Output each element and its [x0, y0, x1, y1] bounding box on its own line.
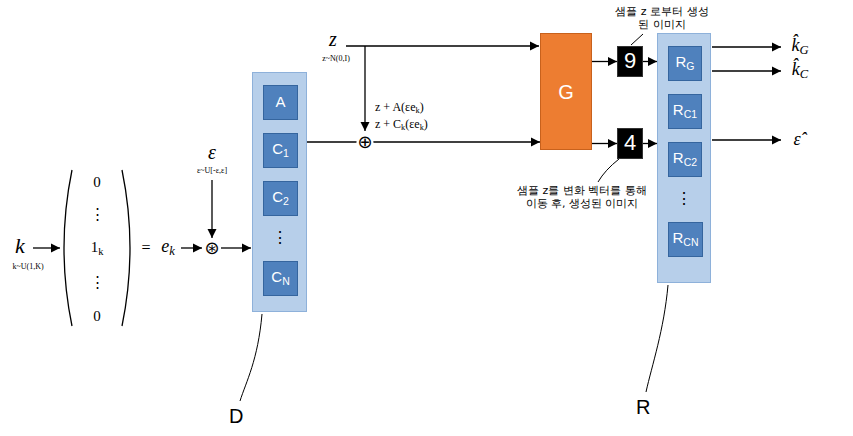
matrix-box: C2	[263, 181, 298, 216]
box-label: 4	[624, 131, 636, 155]
output-arrow	[712, 139, 781, 140]
flow-arrow	[592, 61, 617, 62]
vector-entry: ⋮	[90, 274, 105, 291]
equals-sign: =	[141, 239, 150, 257]
output-label: k̂G	[791, 36, 808, 58]
matrix-box: C1	[263, 133, 298, 168]
flow-arrow	[307, 141, 540, 142]
box-label: G	[558, 81, 574, 103]
box-label: C2	[272, 189, 289, 207]
distribution-note: ε~U[-ε,ε]	[197, 167, 227, 176]
regressor-box: RCN	[668, 222, 703, 257]
flow-arrow	[643, 61, 657, 62]
leader-line	[598, 159, 619, 182]
vector-bracket	[122, 170, 130, 326]
vector-bracket	[64, 170, 72, 326]
distribution-note: z~N(0,I)	[322, 55, 350, 64]
ellipsis: ⋮	[272, 229, 288, 247]
module-label: D	[229, 405, 243, 428]
module-box: RGRC1RC2RCNR	[657, 33, 711, 283]
box-label: C1	[272, 141, 289, 159]
output-label: k̂C	[792, 60, 808, 82]
vector-entry: 0	[93, 174, 101, 191]
flow-arrow	[592, 143, 617, 144]
box-label: A	[275, 94, 285, 111]
box-label: 9	[624, 49, 636, 73]
matrix-box: A	[263, 85, 298, 120]
regressor-box: RC2	[668, 142, 702, 177]
box-label: RG	[675, 54, 694, 72]
vector-entry: ⋮	[90, 206, 105, 223]
leader-line	[240, 314, 262, 401]
output-arrow	[712, 70, 781, 71]
box-label: CN	[271, 269, 289, 287]
flow-arrow	[643, 143, 657, 144]
callout-note: 샘플 z 로부터 생성된 이미지	[615, 5, 710, 31]
box-label: RC1	[673, 102, 697, 120]
operator-symbol: ⊛	[204, 238, 219, 258]
regressor-box: RC1	[668, 94, 702, 129]
leader-line	[646, 285, 668, 392]
vector-entry: 1k	[91, 239, 104, 257]
variable-label: ε	[208, 141, 216, 163]
formula-label: z + A(εek)	[375, 101, 424, 115]
matrix-box: CN	[263, 261, 298, 296]
module-box: AC1C2CND	[252, 72, 307, 312]
generator-box: G	[540, 33, 592, 150]
input-arrow	[181, 247, 202, 248]
variable-label: ek	[161, 237, 175, 259]
latent-arrow	[346, 45, 539, 46]
distribution-note: k~U(1,K)	[12, 263, 43, 272]
ellipsis: ⋮	[676, 190, 692, 208]
leader-line	[631, 34, 643, 45]
output-arrow	[712, 46, 781, 47]
operator-symbol: ⊕	[356, 132, 373, 152]
digit-image: 4	[617, 128, 643, 159]
variable-label: k	[15, 234, 25, 258]
vector-entry: 0	[93, 308, 101, 325]
digit-image: 9	[617, 46, 643, 77]
box-label: RCN	[672, 230, 698, 248]
formula-label: z + Ck(εek)	[375, 118, 428, 132]
module-label: R	[636, 396, 650, 419]
regressor-box: RG	[668, 46, 702, 81]
box-label: RC2	[673, 150, 697, 168]
input-arrow	[211, 180, 212, 238]
input-arrow	[33, 247, 60, 248]
variable-label: z	[329, 28, 337, 50]
output-label: ε̂	[793, 130, 800, 150]
input-arrow	[221, 247, 251, 248]
latent-branch-arrow	[364, 46, 365, 131]
callout-note: 샘플 z를 변화 벡터를 통해 이동 후, 생성된 이미지	[513, 184, 651, 210]
